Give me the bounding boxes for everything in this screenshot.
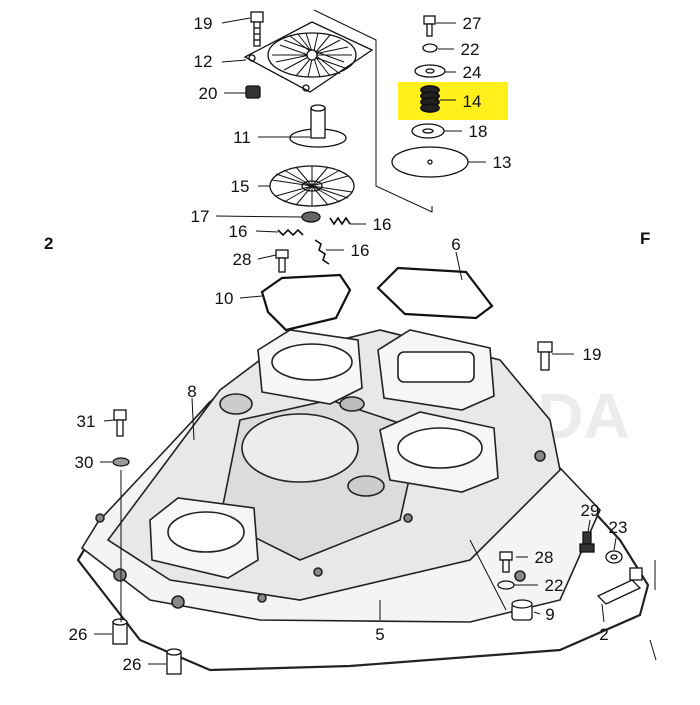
- springs-16: [277, 216, 351, 265]
- bolt-27: [423, 15, 436, 37]
- callout-16-left: 16: [229, 222, 248, 241]
- collar-26-left: [112, 618, 128, 645]
- washer-17: [301, 211, 321, 223]
- callout-6: 6: [451, 235, 460, 254]
- callout-5: 5: [375, 625, 384, 644]
- callout-27: 27: [463, 14, 482, 33]
- bolt-31: [113, 409, 127, 437]
- collar-26-right: [166, 648, 182, 675]
- leader-lines: [94, 17, 617, 665]
- callout-22-top: 22: [461, 40, 480, 59]
- top-assembly: [243, 9, 494, 332]
- callout-28-top: 28: [233, 250, 252, 269]
- callout-26-right: 26: [123, 655, 142, 674]
- callout-29: 29: [581, 501, 600, 520]
- highlight-part-14: [398, 82, 508, 120]
- callout-24: 24: [463, 63, 482, 82]
- callout-10: 10: [215, 289, 234, 308]
- grommet-9: [511, 599, 533, 621]
- callout-16-lower: 16: [351, 241, 370, 260]
- bolt-19-top: [250, 11, 264, 47]
- callout-23: 23: [609, 518, 628, 537]
- bracket-2: [596, 579, 642, 605]
- side-parts: [112, 341, 657, 675]
- callout-15: 15: [231, 177, 250, 196]
- callout-8: 8: [187, 382, 196, 401]
- washer-23: [605, 550, 623, 564]
- callout-14: 14: [463, 92, 482, 111]
- callout-26-left: 26: [69, 625, 88, 644]
- callout-18: 18: [469, 122, 488, 141]
- callout-2: 2: [599, 625, 608, 644]
- callout-22-lower: 22: [545, 576, 564, 595]
- bolt-19-right: [537, 341, 553, 371]
- shaft-11: [289, 104, 347, 148]
- edge-label-left: 2: [44, 234, 53, 253]
- callout-30: 30: [75, 453, 94, 472]
- callout-19-top: 19: [194, 14, 213, 33]
- callout-11: 11: [233, 128, 251, 147]
- washer-22-top: [422, 43, 438, 53]
- bolt-28-top: [275, 249, 289, 273]
- callout-31: 31: [77, 412, 96, 431]
- callout-16-right: 16: [373, 215, 392, 234]
- callout-19-right: 19: [583, 345, 602, 364]
- bolt-28-lower: [499, 551, 513, 573]
- main-housing: [76, 329, 650, 672]
- callout-labels: 19 12 20 11 15 17 16 16 16 28 10 27 22 2…: [69, 14, 628, 674]
- callout-13: 13: [493, 153, 512, 172]
- fan-cover-plate: [243, 21, 374, 93]
- callout-12: 12: [194, 52, 213, 71]
- impeller-15: [269, 165, 355, 207]
- washer-18: [411, 123, 445, 139]
- callout-28-lower: 28: [535, 548, 554, 567]
- callout-20: 20: [199, 84, 218, 103]
- callout-9: 9: [545, 605, 554, 624]
- subassembly-bracket: [313, 9, 433, 213]
- nut-20: [245, 85, 261, 99]
- callout-17: 17: [191, 207, 210, 226]
- edge-label-right: F: [640, 229, 650, 248]
- gasket-6: [376, 266, 494, 320]
- spring-14: [420, 85, 440, 113]
- washer-30: [112, 457, 130, 467]
- gasket-10: [260, 273, 352, 332]
- washer-24: [414, 64, 446, 78]
- bolt-29: [579, 531, 595, 553]
- diaphragm-13: [391, 146, 469, 178]
